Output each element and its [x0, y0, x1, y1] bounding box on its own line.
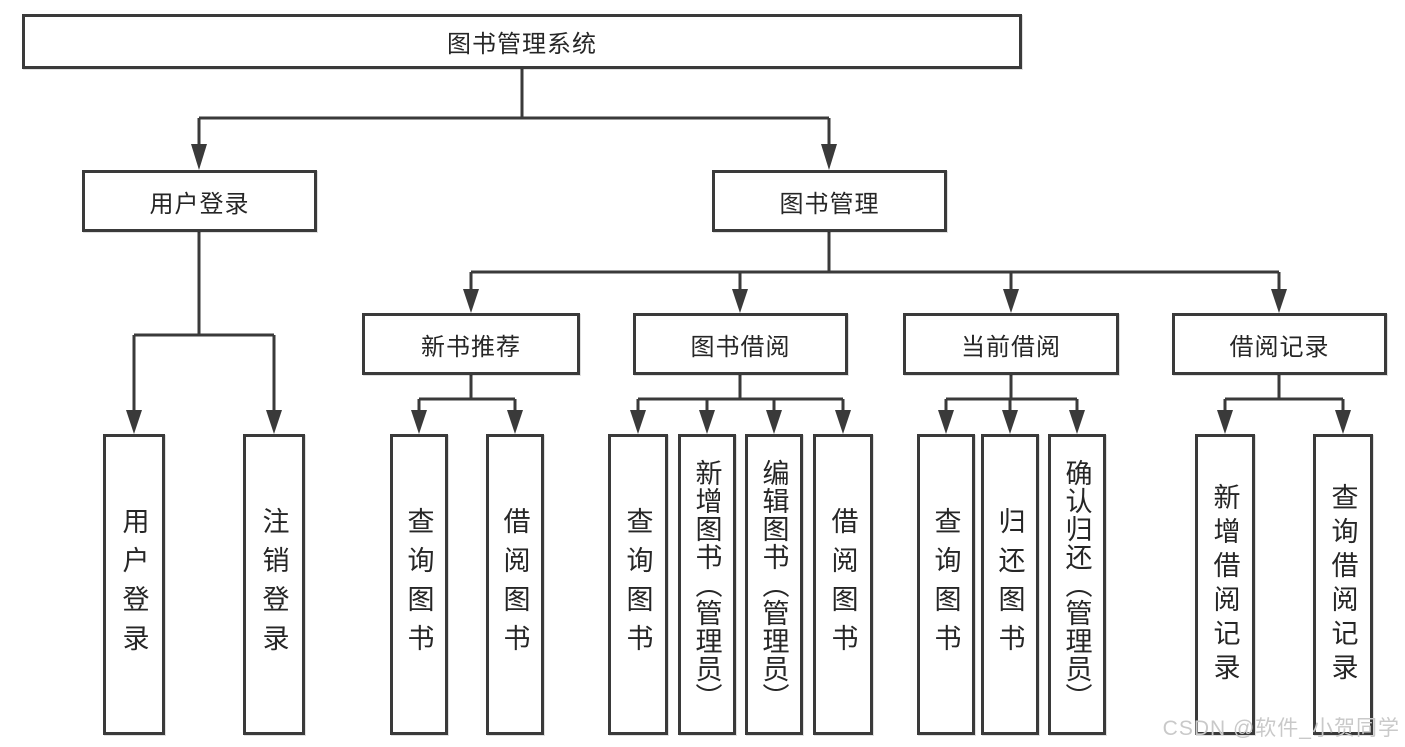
connector-current-borrow-branch	[938, 375, 1085, 434]
leaf-return-book: 归还图书	[981, 434, 1039, 735]
node-user-login: 用户登录	[82, 170, 317, 232]
leaf-add-borrow-record: 新增借阅记录	[1195, 434, 1255, 735]
leaf-query-borrow-record: 查询借阅记录	[1313, 434, 1373, 735]
node-current-borrow: 当前借阅	[903, 313, 1119, 375]
connector-user-login-branch	[126, 232, 282, 434]
leaf-user-login: 用户登录	[103, 434, 165, 735]
leaf-query-books-borrow: 查询图书	[608, 434, 668, 735]
connector-borrow-records-branch	[1217, 375, 1351, 434]
watermark-text: CSDN @软件_小贺同学	[1162, 717, 1400, 740]
leaf-logout: 注销登录	[243, 434, 305, 735]
connector-new-book-branch	[411, 375, 523, 434]
connector-book-borrow-branch	[630, 375, 851, 434]
node-book-management: 图书管理	[712, 170, 947, 232]
node-new-book-recommend: 新书推荐	[362, 313, 580, 375]
leaf-add-book-admin: 新增图书（管理员）	[678, 434, 736, 735]
leaf-confirm-return-admin: 确认归还（管理员）	[1048, 434, 1106, 735]
leaf-edit-book-admin: 编辑图书（管理员）	[745, 434, 803, 735]
connector-root-to-level2	[191, 69, 837, 170]
node-book-borrow: 图书借阅	[633, 313, 848, 375]
connector-book-management-branch	[463, 232, 1287, 313]
leaf-borrow-books-borrow: 借阅图书	[813, 434, 873, 735]
leaf-query-books-current: 查询图书	[917, 434, 975, 735]
node-root: 图书管理系统	[22, 14, 1022, 69]
leaf-borrow-books-recommend: 借阅图书	[486, 434, 544, 735]
leaf-query-books-recommend: 查询图书	[390, 434, 448, 735]
node-borrow-records: 借阅记录	[1172, 313, 1387, 375]
